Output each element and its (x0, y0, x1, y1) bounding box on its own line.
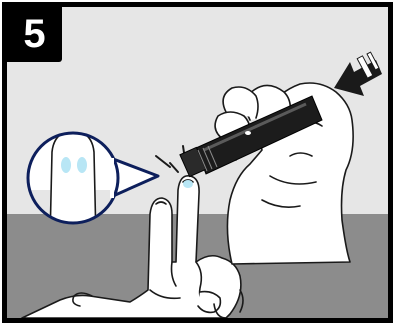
callout-blood-drop-left (61, 157, 71, 173)
blood-drop (183, 180, 193, 188)
step-number-badge: 5 (7, 7, 62, 62)
callout-blood-drop-right (77, 157, 87, 173)
